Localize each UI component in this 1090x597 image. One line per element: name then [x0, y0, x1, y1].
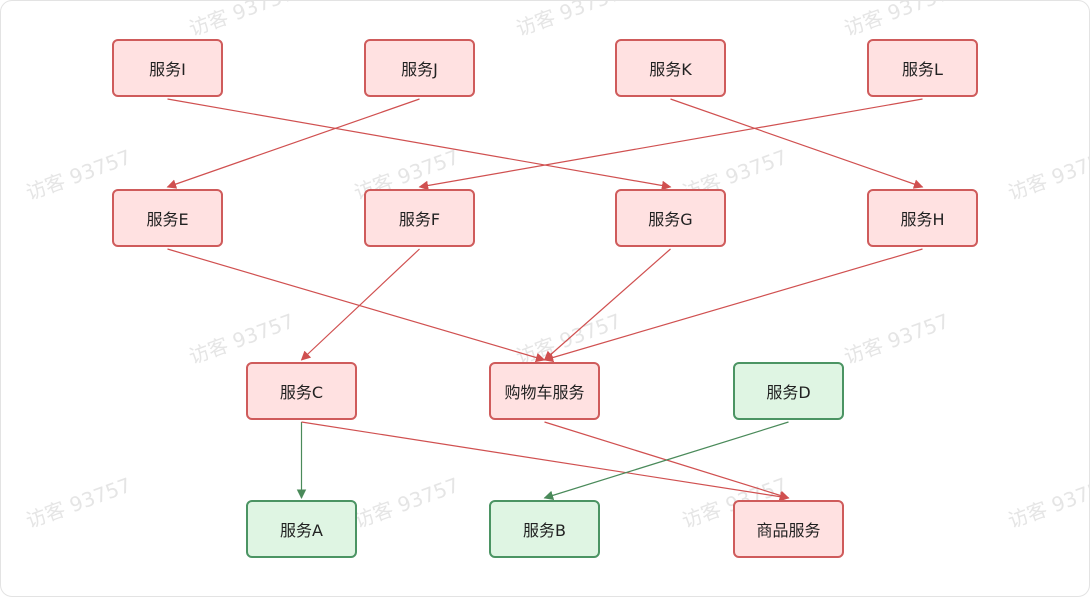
- edge-l-to-f: [418, 98, 923, 191]
- node-service-c[interactable]: 服务C: [246, 362, 357, 420]
- node-label: 商品服务: [756, 521, 821, 540]
- edge-d-to-b: [543, 421, 789, 501]
- node-service-b[interactable]: 服务B: [489, 500, 600, 558]
- node-service-i[interactable]: 服务I: [112, 39, 223, 97]
- node-goods-service[interactable]: 商品服务: [733, 500, 844, 558]
- node-service-l[interactable]: 服务L: [867, 39, 978, 97]
- edge-g-to-cart: [543, 248, 671, 361]
- node-service-k[interactable]: 服务K: [615, 39, 726, 97]
- node-label: 服务D: [766, 383, 811, 402]
- edge-e-to-cart: [167, 248, 546, 363]
- node-label: 服务L: [902, 60, 943, 79]
- edge-c-to-goods: [301, 421, 790, 502]
- node-label: 服务K: [649, 60, 692, 79]
- node-label: 服务F: [398, 210, 441, 229]
- node-service-g[interactable]: 服务G: [615, 189, 726, 247]
- node-service-a[interactable]: 服务A: [246, 500, 357, 558]
- node-service-e[interactable]: 服务E: [112, 189, 223, 247]
- edge-j-to-e: [166, 98, 420, 189]
- node-cart-service[interactable]: 购物车服务: [489, 362, 600, 420]
- edge-f-to-c: [300, 248, 420, 361]
- node-label: 服务J: [401, 60, 438, 79]
- node-label: 服务H: [900, 210, 945, 229]
- node-service-f[interactable]: 服务F: [364, 189, 475, 247]
- node-service-h[interactable]: 服务H: [867, 189, 978, 247]
- node-service-j[interactable]: 服务J: [364, 39, 475, 97]
- edge-i-to-g: [167, 98, 672, 191]
- node-label: 服务A: [280, 521, 323, 540]
- edge-k-to-h: [670, 98, 924, 189]
- node-label: 服务C: [279, 383, 324, 402]
- node-service-d[interactable]: 服务D: [733, 362, 844, 420]
- node-label: 服务I: [149, 60, 186, 79]
- node-label: 购物车服务: [504, 383, 585, 402]
- edge-h-to-cart: [543, 248, 923, 363]
- node-label: 服务B: [523, 521, 566, 540]
- node-label: 服务G: [648, 210, 693, 229]
- node-label: 服务E: [146, 210, 189, 229]
